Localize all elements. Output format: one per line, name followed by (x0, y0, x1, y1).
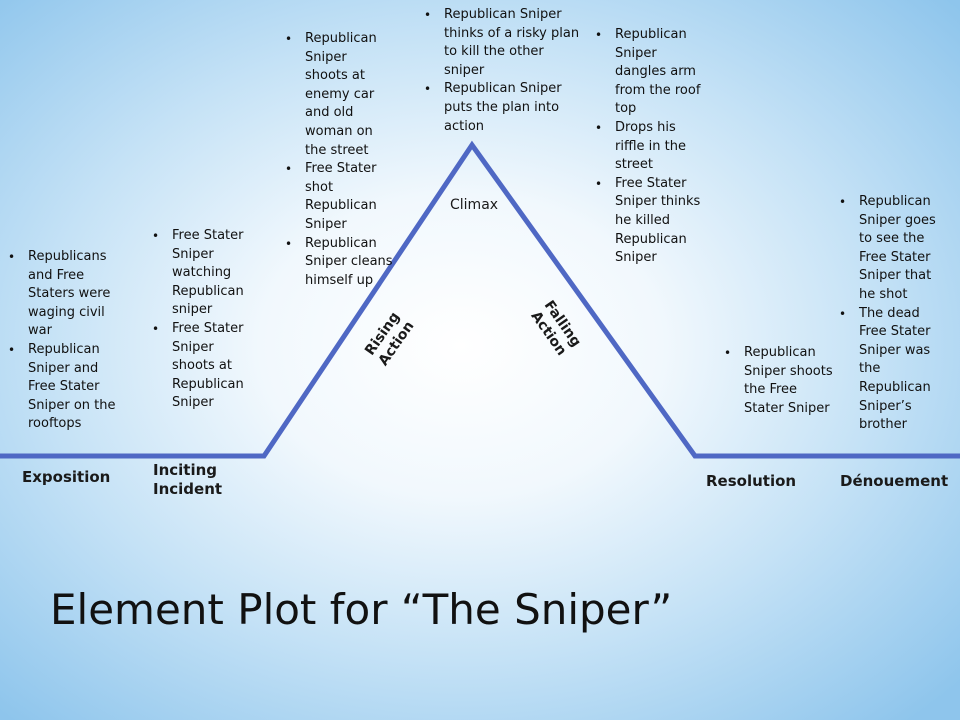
denouement-notes: Republican Sniper goes to see the Free S… (839, 193, 947, 435)
list-item: Republican Sniper shoots the Free Stater… (724, 344, 840, 418)
list-item: Free Stater Sniper shoots at Republican … (152, 320, 257, 413)
list-item: Republican Sniper dangles arm from the r… (595, 26, 705, 119)
stage-resolution: Resolution (706, 472, 797, 490)
page-title: Element Plot for “The Sniper” (50, 585, 673, 634)
list-item: Free Stater shot Republican Sniper (285, 160, 393, 234)
stage-denouement: Dénouement (840, 472, 949, 490)
list-item: Republican Sniper puts the plan into act… (424, 80, 584, 136)
stage-exposition: Exposition (22, 468, 111, 486)
rising-notes: Republican Sniper shoots at enemy car an… (285, 30, 393, 290)
list-item: Republican Sniper thinks of a risky plan… (424, 6, 584, 80)
list-item: Republican Sniper goes to see the Free S… (839, 193, 947, 305)
list-item: Free Stater Sniper thinks he killed Repu… (595, 175, 705, 268)
list-item: Free Stater Sniper watching Republican s… (152, 227, 257, 320)
plot-line (0, 140, 960, 459)
falling-notes: Republican Sniper dangles arm from the r… (595, 26, 705, 268)
list-item: Republican Sniper cleans himself up (285, 235, 393, 291)
climax-notes: Republican Sniper thinks of a risky plan… (424, 6, 584, 136)
list-item: Drops his riffle in the street (595, 119, 705, 175)
list-item: Republicans and Free Staters were waging… (8, 248, 126, 341)
stage-inciting-incident: Inciting Incident (153, 461, 223, 498)
inciting-notes: Free Stater Sniper watching Republican s… (152, 227, 257, 413)
stage-climax: Climax (450, 197, 499, 213)
list-item: Republican Sniper and Free Stater Sniper… (8, 341, 126, 434)
list-item: Republican Sniper shoots at enemy car an… (285, 30, 393, 160)
list-item: The dead Free Stater Sniper was the Repu… (839, 305, 947, 435)
exposition-notes: Republicans and Free Staters were waging… (8, 248, 126, 434)
resolution-notes: Republican Sniper shoots the Free Stater… (724, 344, 840, 418)
